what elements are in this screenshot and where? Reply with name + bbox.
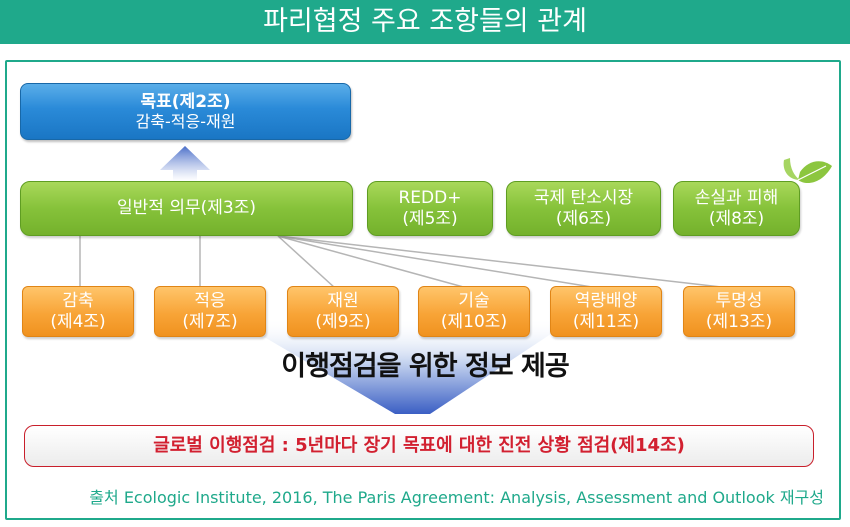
- orange-article-line2: (제11조): [572, 311, 640, 332]
- connector-line: [277, 235, 468, 289]
- orange-article-line2: (제13조): [705, 311, 773, 332]
- orange-article-line1: 기술: [458, 291, 490, 312]
- capacity-building-box: 역량배양 (제11조): [550, 286, 662, 337]
- source-citation: 출처 Ecologic Institute, 2016, The Paris A…: [89, 488, 824, 507]
- technology-box: 기술 (제10조): [418, 286, 530, 337]
- orange-article-line2: (제9조): [315, 311, 371, 332]
- transparency-box: 투명성 (제13조): [683, 286, 795, 337]
- orange-article-line2: (제10조): [440, 311, 508, 332]
- orange-article-line1: 재원: [327, 291, 359, 312]
- leaf-icon: [783, 158, 832, 184]
- connector-line: [277, 235, 336, 289]
- general-obligation-label: 일반적 의무(제3조): [117, 198, 256, 219]
- page-title: 파리협정 주요 조항들의 관계: [0, 0, 850, 44]
- green-article-line2: (제8조): [708, 208, 765, 229]
- info-provision-label: 이행점검을 위한 정보 제공: [281, 351, 569, 382]
- goal-title: 목표(제2조): [140, 91, 231, 112]
- orange-article-line1: 적응: [194, 291, 226, 312]
- connector-line: [277, 235, 731, 289]
- green-article-line2: (제6조): [555, 208, 612, 229]
- carbon-market-box: 국제 탄소시장 (제6조): [506, 181, 661, 236]
- green-article-line2: (제5조): [402, 208, 458, 229]
- info-flow-arrow: [232, 318, 575, 414]
- green-article-line1: 손실과 피해: [694, 188, 779, 209]
- redd-box: REDD+ (제5조): [367, 181, 493, 236]
- orange-article-line1: 투명성: [715, 291, 763, 312]
- goal-box: 목표(제2조) 감축-적응-재원: [20, 83, 351, 140]
- global-stocktake-box: 글로벌 이행점검 : 5년마다 장기 목표에 대한 진전 상황 점검(제14조): [24, 425, 814, 467]
- connector-line: [277, 235, 599, 289]
- orange-article-line2: (제7조): [182, 311, 238, 332]
- adaptation-box: 적응 (제7조): [154, 286, 266, 337]
- orange-article-line2: (제4조): [50, 311, 106, 332]
- green-article-line1: 국제 탄소시장: [533, 188, 634, 209]
- finance-box: 재원 (제9조): [287, 286, 399, 337]
- orange-article-line1: 감축: [62, 291, 94, 312]
- green-article-line1: REDD+: [398, 188, 462, 209]
- up-arrow: [160, 146, 210, 181]
- orange-article-line1: 역량배양: [574, 291, 638, 312]
- mitigation-box: 감축 (제4조): [22, 286, 134, 337]
- loss-damage-box: 손실과 피해 (제8조): [673, 181, 800, 236]
- general-obligation-box: 일반적 의무(제3조): [20, 181, 353, 236]
- goal-subtitle: 감축-적응-재원: [135, 112, 236, 132]
